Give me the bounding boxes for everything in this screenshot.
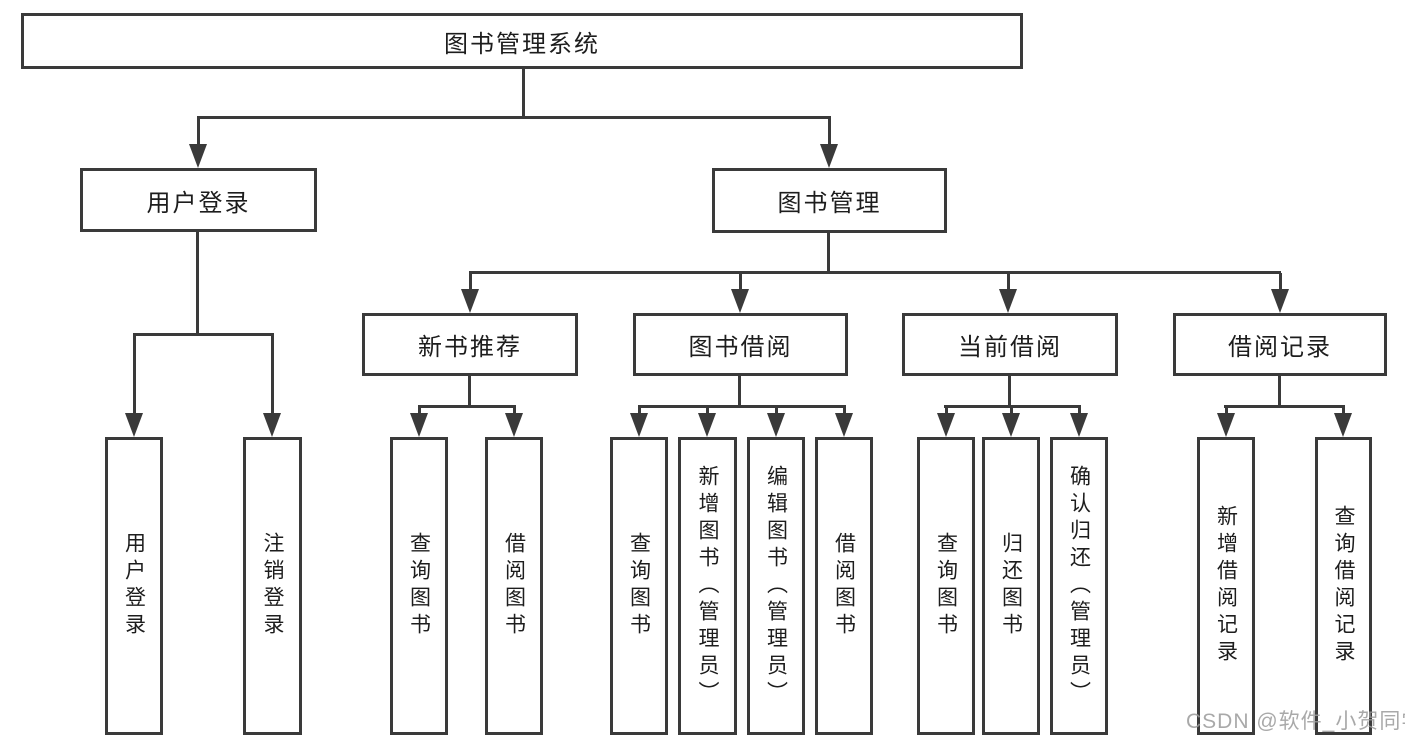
- node-label: 查询借阅记录: [1332, 505, 1355, 667]
- arrow-down-icon: [1217, 413, 1235, 437]
- node-leaf-add-borrow-record: 新增借阅记录: [1197, 437, 1255, 735]
- node-root: 图书管理系统: [21, 13, 1023, 69]
- connector-line: [944, 405, 1081, 408]
- arrow-down-icon: [263, 413, 281, 437]
- connector-line: [1008, 376, 1011, 407]
- node-label: 图书管理系统: [444, 30, 600, 58]
- arrow-down-icon: [1271, 289, 1289, 313]
- node-label: 查询图书: [627, 532, 651, 640]
- node-leaf-confirm-return: 确认归还（管理员）: [1050, 437, 1108, 735]
- node-label: 确认归还（管理员）: [1067, 464, 1091, 708]
- connector-line: [738, 273, 742, 289]
- node-leaf-return-book: 归还图书: [982, 437, 1040, 735]
- connector-line: [1224, 405, 1345, 408]
- connector-line: [196, 232, 199, 336]
- arrow-down-icon: [999, 289, 1017, 313]
- node-label: 归还图书: [999, 532, 1023, 640]
- arrow-down-icon: [937, 413, 955, 437]
- node-label: 借阅图书: [832, 532, 856, 640]
- arrow-down-icon: [1334, 413, 1352, 437]
- node-label: 用户登录: [122, 532, 146, 640]
- csdn-watermark: CSDN @软件_小贺同学: [1186, 710, 1405, 733]
- connector-line: [270, 335, 274, 413]
- connector-line: [1077, 407, 1081, 413]
- connector-line: [738, 376, 741, 407]
- arrow-down-icon: [410, 413, 428, 437]
- node-label: 用户登录: [146, 189, 251, 217]
- node-label: 当前借阅: [958, 334, 1062, 361]
- node-leaf-query-book-3: 查询图书: [917, 437, 975, 735]
- connector-line: [418, 405, 516, 408]
- connector-line: [468, 376, 471, 407]
- connector-line: [1224, 407, 1228, 413]
- connector-line: [1278, 273, 1282, 289]
- arrow-down-icon: [630, 413, 648, 437]
- node-leaf-logout: 注销登录: [243, 437, 302, 735]
- node-current-borrow: 当前借阅: [902, 313, 1118, 376]
- connector-line: [637, 407, 641, 413]
- node-label: 查询图书: [407, 532, 431, 640]
- connector-line: [1006, 273, 1010, 289]
- node-leaf-user-login: 用户登录: [105, 437, 163, 735]
- connector-line: [522, 69, 525, 118]
- node-book-management: 图书管理: [712, 168, 947, 233]
- connector-line: [1009, 407, 1013, 413]
- connector-line: [133, 333, 274, 336]
- arrow-down-icon: [461, 289, 479, 313]
- connector-line: [197, 116, 831, 119]
- arrow-down-icon: [125, 413, 143, 437]
- node-label: 新增借阅记录: [1214, 505, 1238, 667]
- arrow-down-icon: [731, 289, 749, 313]
- node-label: 查询图书: [934, 532, 958, 640]
- connector-line: [196, 118, 200, 144]
- node-leaf-add-book: 新增图书（管理员）: [678, 437, 737, 735]
- connector-line: [774, 407, 778, 413]
- node-label: 借阅图书: [502, 532, 526, 640]
- connector-line: [1278, 376, 1281, 407]
- arrow-down-icon: [1002, 413, 1020, 437]
- connector-line: [468, 273, 472, 289]
- connector-line: [512, 407, 516, 413]
- arrow-down-icon: [505, 413, 523, 437]
- connector-line: [827, 233, 830, 273]
- arrow-down-icon: [189, 144, 207, 168]
- node-label: 图书借阅: [688, 334, 793, 361]
- arrow-down-icon: [698, 413, 716, 437]
- node-label: 借阅记录: [1228, 334, 1332, 361]
- connector-line: [417, 407, 421, 413]
- connector-line: [827, 118, 831, 144]
- arrow-down-icon: [820, 144, 838, 168]
- arrow-down-icon: [767, 413, 785, 437]
- node-borrow-records: 借阅记录: [1173, 313, 1387, 376]
- node-new-book-recommend: 新书推荐: [362, 313, 578, 376]
- node-leaf-borrow-book-2: 借阅图书: [815, 437, 873, 735]
- connector-line: [469, 271, 1281, 274]
- arrow-down-icon: [1070, 413, 1088, 437]
- connector-line: [944, 407, 948, 413]
- node-leaf-query-book-1: 查询图书: [390, 437, 448, 735]
- node-label: 注销登录: [261, 532, 284, 640]
- arrow-down-icon: [835, 413, 853, 437]
- connector-line: [705, 407, 709, 413]
- node-label: 图书管理: [777, 190, 882, 217]
- connector-line: [1341, 407, 1345, 413]
- node-leaf-query-borrow-record: 查询借阅记录: [1315, 437, 1372, 735]
- node-label: 新增图书（管理员）: [696, 464, 719, 708]
- connector-line: [842, 407, 846, 413]
- connector-line: [132, 335, 136, 413]
- node-leaf-query-book-2: 查询图书: [610, 437, 668, 735]
- connector-line: [638, 405, 846, 408]
- node-label: 新书推荐: [418, 334, 522, 361]
- node-book-borrow: 图书借阅: [633, 313, 848, 376]
- node-leaf-borrow-book-1: 借阅图书: [485, 437, 543, 735]
- node-label: 编辑图书（管理员）: [764, 464, 788, 708]
- node-user-login: 用户登录: [80, 168, 317, 232]
- node-leaf-edit-book: 编辑图书（管理员）: [747, 437, 805, 735]
